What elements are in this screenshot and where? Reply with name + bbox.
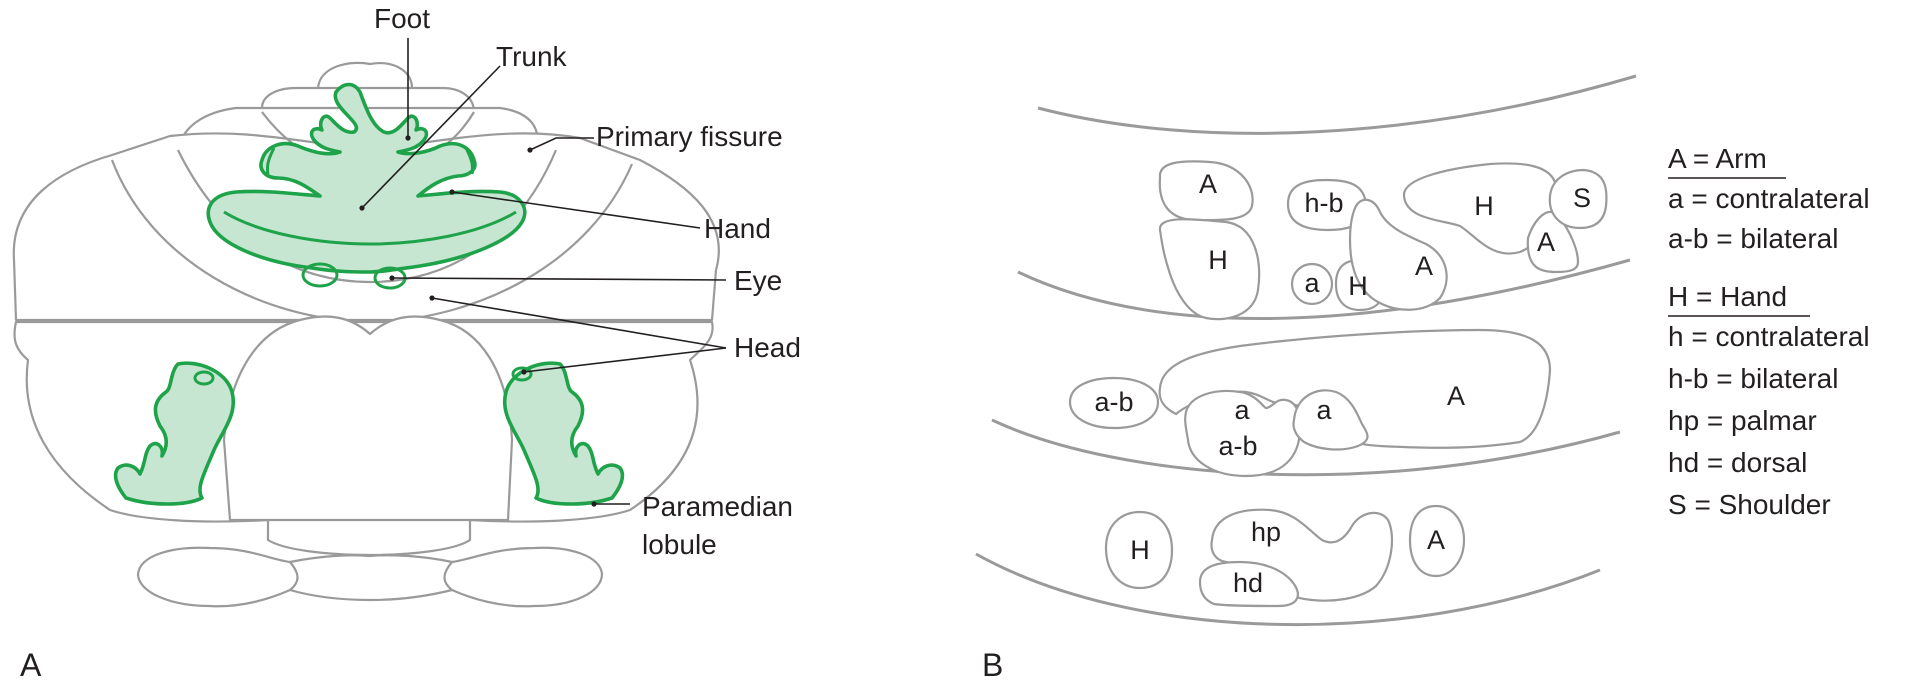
legend-hand-item-5: S = Shoulder bbox=[1668, 489, 1831, 520]
patch-lower-A bbox=[1408, 504, 1466, 578]
paramedian-eye-right bbox=[511, 366, 533, 382]
panel-label-a: A bbox=[20, 647, 42, 683]
anterior-homunculus bbox=[206, 82, 527, 274]
cell-lower-H: H bbox=[1130, 535, 1150, 565]
cell-middle-A: A bbox=[1447, 381, 1465, 411]
patch-lower-hd bbox=[1198, 560, 1299, 608]
cell-middle-ab2: a-b bbox=[1218, 431, 1257, 461]
legend-arm-heading: A = Arm bbox=[1668, 143, 1767, 174]
hand-fringe-right bbox=[464, 147, 474, 175]
cell-upper-hb: h-b bbox=[1304, 188, 1343, 218]
patch-upper-A2 bbox=[1348, 198, 1448, 311]
vermis-pillar bbox=[222, 315, 514, 522]
legend-hand-item-2: h-b = bilateral bbox=[1668, 363, 1838, 394]
legend-hand-heading: H = Hand bbox=[1668, 281, 1787, 312]
legend-hand-item-4: hd = dorsal bbox=[1668, 447, 1807, 478]
cell-lower-hp: hp bbox=[1251, 517, 1281, 547]
patch-upper-a bbox=[1290, 262, 1334, 306]
legend-hand-item-1: h = contralateral bbox=[1668, 321, 1870, 352]
cell-upper-S: S bbox=[1573, 183, 1591, 213]
cell-upper-H1: H bbox=[1208, 245, 1228, 275]
label-primary-fissure: Primary fissure bbox=[596, 121, 783, 152]
tonsil-divider-left bbox=[289, 561, 299, 591]
eye-left bbox=[301, 262, 339, 288]
cell-upper-H3: H bbox=[1474, 191, 1494, 221]
patch-upper-A1 bbox=[1158, 160, 1254, 222]
head-bar-line bbox=[223, 210, 517, 246]
label-head: Head bbox=[734, 332, 801, 363]
label-eye: Eye bbox=[734, 265, 782, 296]
panel-label-b: B bbox=[982, 647, 1003, 683]
paramedian-eye-left bbox=[193, 370, 215, 386]
fissure-curve-2 bbox=[1017, 258, 1631, 320]
patch-middle-a2 bbox=[1292, 389, 1369, 451]
patch-middle-A bbox=[1158, 328, 1552, 449]
legend: A = Arm a = contralateral a-b = bilatera… bbox=[1668, 143, 1870, 520]
cell-lower-A: A bbox=[1427, 525, 1445, 555]
fissure-curve-1 bbox=[1037, 74, 1637, 135]
leader-lines bbox=[359, 38, 727, 507]
cell-lower-hd: hd bbox=[1233, 568, 1263, 598]
cell-middle-a1: a bbox=[1234, 395, 1250, 425]
label-hand: Hand bbox=[704, 213, 771, 244]
tonsil-divider-right bbox=[443, 561, 453, 591]
label-paramedian: Paramedian bbox=[642, 491, 793, 522]
folia-map: A H h-b a H A H A S a-b a a-b a A H hp h… bbox=[975, 74, 1637, 683]
legend-arm-item-1: a = contralateral bbox=[1668, 183, 1870, 214]
patch-middle-ab1 bbox=[1068, 376, 1160, 430]
cell-middle-a2: a bbox=[1316, 395, 1332, 425]
cell-upper-A1: A bbox=[1199, 169, 1217, 199]
cell-upper-A3: A bbox=[1537, 227, 1555, 257]
paramedian-homunculus-left bbox=[113, 361, 236, 506]
legend-arm-item-2: a-b = bilateral bbox=[1668, 223, 1838, 254]
cell-upper-H2: H bbox=[1348, 271, 1368, 301]
label-lobule: lobule bbox=[642, 529, 717, 560]
tonsil-lobes bbox=[136, 546, 604, 608]
label-trunk: Trunk bbox=[496, 41, 568, 72]
cell-upper-A2: A bbox=[1415, 251, 1433, 281]
patch-upper-H1 bbox=[1158, 218, 1261, 321]
fissure-curve-4 bbox=[975, 552, 1601, 627]
cerebellum-diagram: Foot Trunk Primary fissure Hand Eye Head… bbox=[12, 3, 801, 683]
cell-upper-a: a bbox=[1304, 268, 1320, 298]
patch-upper-S bbox=[1548, 168, 1608, 230]
patch-lower-H bbox=[1104, 510, 1174, 590]
patch-upper-A3 bbox=[1526, 210, 1580, 274]
cell-middle-ab1: a-b bbox=[1094, 387, 1133, 417]
hand-fringe-left bbox=[266, 147, 276, 175]
legend-hand-item-3: hp = palmar bbox=[1668, 405, 1817, 436]
paramedian-homunculus-right bbox=[502, 361, 625, 506]
label-foot: Foot bbox=[374, 3, 430, 34]
